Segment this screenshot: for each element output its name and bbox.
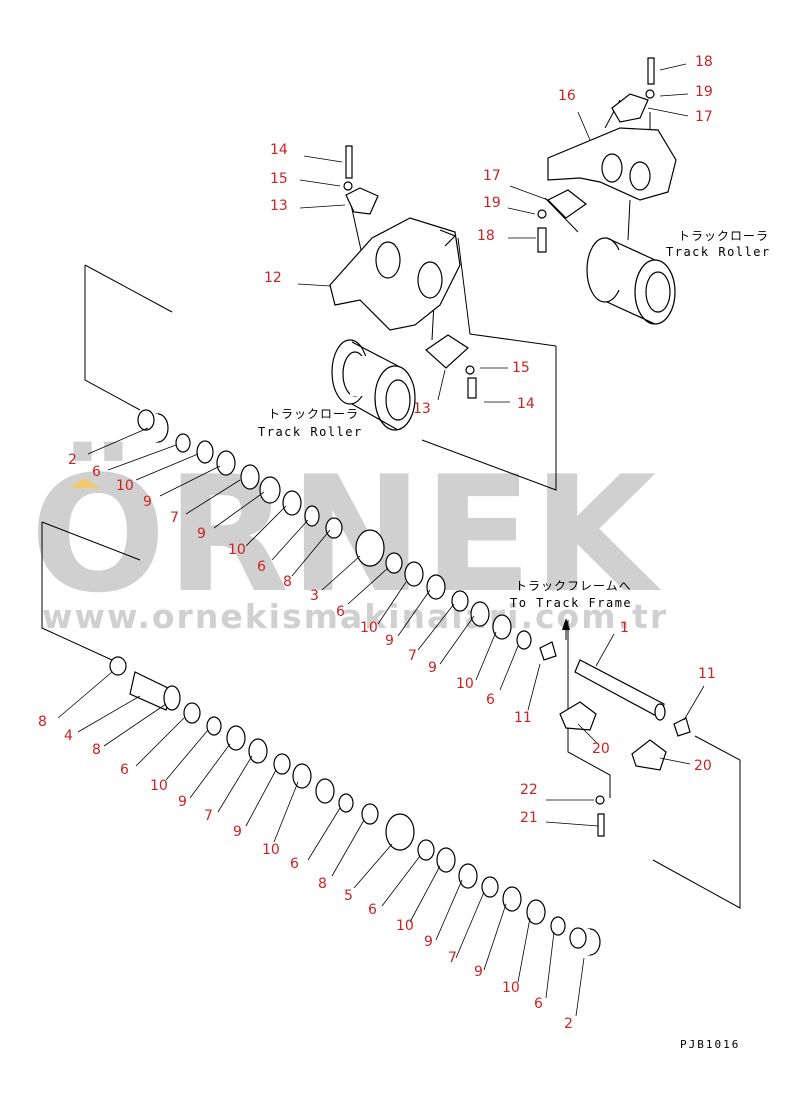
callout-7-b: 7: [408, 648, 417, 664]
upper-parts-row: [137, 409, 532, 650]
callout-6-b: 6: [257, 559, 266, 575]
callout-18-top: 18: [695, 54, 713, 70]
callout-9-g: 9: [424, 934, 433, 950]
track-frame-en: To Track Frame: [510, 596, 632, 610]
callout-6-h: 6: [534, 996, 543, 1012]
callout-13-low: 13: [413, 401, 431, 417]
callout-22: 22: [520, 782, 538, 798]
lower-parts-row: [109, 656, 601, 956]
track-roller-left-en: Track Roller: [258, 425, 363, 439]
callout-9-d: 9: [428, 660, 437, 676]
callout-9-f: 9: [233, 824, 242, 840]
callout-15-low: 15: [512, 360, 530, 376]
callout-6-c: 6: [336, 604, 345, 620]
callout-9-a: 9: [143, 494, 152, 510]
callout-6-f: 6: [290, 856, 299, 872]
callout-14-low: 14: [517, 396, 535, 412]
callout-8-b: 8: [38, 714, 47, 730]
leader-lines: [57, 63, 705, 1017]
callout-1: 1: [620, 620, 629, 636]
callout-4: 4: [64, 728, 73, 744]
drawing-code: PJB1016: [680, 1038, 740, 1051]
callout-7-d: 7: [448, 950, 457, 966]
callout-20-b: 20: [694, 758, 712, 774]
callout-18-mid: 18: [477, 228, 495, 244]
callout-11-a: 11: [514, 710, 532, 726]
callout-7-a: 7: [170, 510, 179, 526]
callout-11-b: 11: [698, 666, 716, 682]
callout-2-lower: 2: [564, 1016, 573, 1032]
callout-17-mid: 17: [483, 168, 501, 184]
track-roller-left-jp: トラックローラ: [268, 407, 359, 421]
callout-10-d: 10: [456, 676, 474, 692]
callout-8-a: 8: [283, 574, 292, 590]
callout-6-d: 6: [486, 692, 495, 708]
callout-19-mid: 19: [483, 195, 501, 211]
callout-5: 5: [344, 888, 353, 904]
callout-6-a: 6: [92, 464, 101, 480]
track-roller-right: [586, 237, 676, 325]
track-roller-right-jp: トラックローラ: [678, 229, 769, 243]
callout-13-top: 13: [270, 198, 288, 214]
callout-10-h: 10: [502, 980, 520, 996]
callout-8-c: 8: [92, 742, 101, 758]
track-roller-right-en: Track Roller: [666, 245, 771, 259]
callout-7-c: 7: [204, 808, 213, 824]
callout-12: 12: [264, 270, 282, 286]
callout-21: 21: [520, 810, 538, 826]
track-frame-jp: トラックフレームへ: [515, 579, 632, 593]
notes: トラックローラ Track Roller トラックローラ Track Rolle…: [258, 229, 771, 1051]
callout-6-e: 6: [120, 762, 129, 778]
watermark-accent-icon: [70, 478, 100, 488]
callout-10-a: 10: [116, 478, 134, 494]
callout-19-top: 19: [695, 84, 713, 100]
callout-9-b: 9: [197, 526, 206, 542]
callout-8-d: 8: [318, 876, 327, 892]
callout-14-top: 14: [270, 142, 288, 158]
callout-9-c: 9: [385, 633, 394, 649]
callout-10-b: 10: [228, 542, 246, 558]
callout-15-top: 15: [270, 171, 288, 187]
callout-10-c: 10: [360, 620, 378, 636]
callout-10-e: 10: [150, 778, 168, 794]
track-roller-left: [331, 339, 416, 431]
callout-3: 3: [310, 588, 319, 604]
callout-10-g: 10: [396, 918, 414, 934]
bracket-assembly-left: [329, 145, 477, 399]
callout-10-f: 10: [262, 842, 280, 858]
callout-2-upper: 2: [68, 452, 77, 468]
callout-6-g: 6: [368, 902, 377, 918]
callout-9-e: 9: [178, 794, 187, 810]
bracket-assembly-right: [537, 57, 677, 253]
callout-9-h: 9: [474, 964, 483, 980]
callout-labels: 18 19 17 16 14 15 13 17 19 18 12 15 13 1…: [38, 54, 716, 1032]
track-frame-arrow: [562, 618, 570, 640]
callout-17-top: 17: [695, 109, 713, 125]
watermark-url: www.ornekismakinalari.com.tr: [42, 597, 668, 636]
shaft-and-clamps: [539, 641, 691, 837]
callout-20-a: 20: [592, 741, 610, 757]
callout-16: 16: [558, 88, 576, 104]
